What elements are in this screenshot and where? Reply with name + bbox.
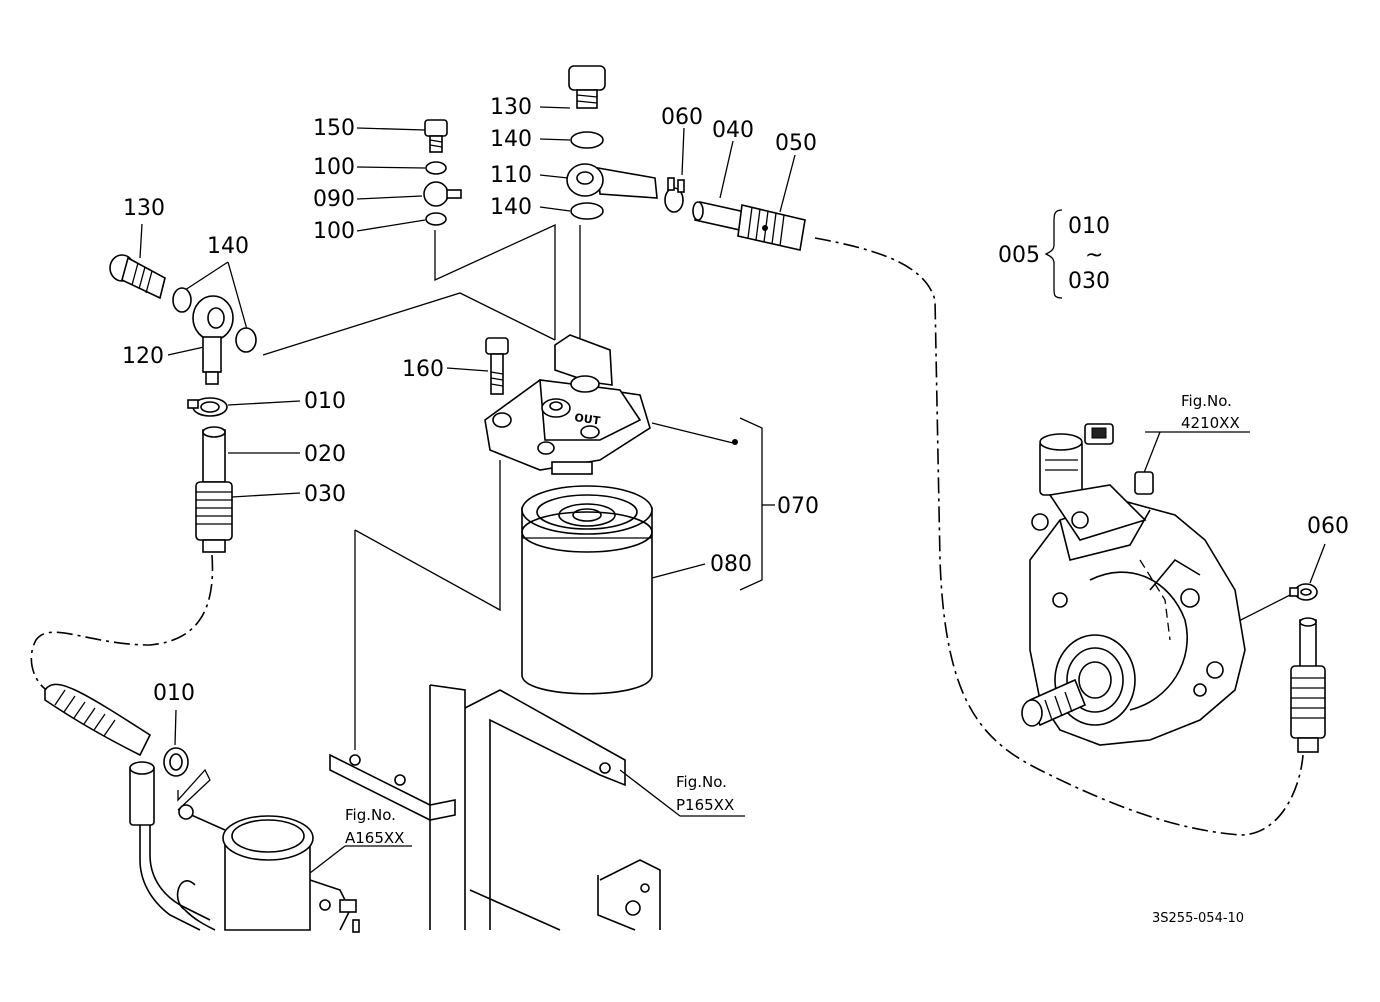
pipe-040-right — [1299, 617, 1317, 669]
fig-ref-4210-label[interactable]: Fig.No. — [1181, 392, 1232, 410]
fuel-hose-right — [814, 237, 1304, 836]
label-100-top: 100 — [313, 155, 355, 180]
fig-ref-a165-label[interactable]: Fig.No. — [345, 806, 396, 824]
label-100-bottom: 100 — [313, 219, 355, 244]
washer-140-bottom — [570, 202, 604, 220]
set-label-005: 005 — [998, 243, 1040, 268]
label-060-top: 060 — [661, 105, 703, 130]
label-130-top: 130 — [490, 95, 532, 120]
label-030: 030 — [304, 482, 346, 507]
fig-ref-a165-code[interactable]: A165XX — [345, 829, 404, 847]
label-150: 150 — [313, 116, 355, 141]
washer-140-left-b — [235, 327, 257, 353]
pipe-040-top — [692, 201, 746, 231]
label-040: 040 — [712, 118, 754, 143]
washer-100-top — [425, 161, 447, 175]
hose-030-bottom — [44, 683, 152, 757]
washer-100-bottom — [425, 212, 447, 226]
hose-030-left — [195, 481, 233, 553]
sedimenter-body-a165 — [176, 804, 360, 933]
label-020: 020 — [304, 442, 346, 467]
svg-text:OUT: OUT — [574, 411, 602, 428]
drawing-code: 3S255-054-10 — [1152, 911, 1244, 926]
banjo-bolt-130-left — [109, 254, 166, 300]
clamp-060-right — [1289, 583, 1318, 601]
banjo-fitting-120 — [192, 295, 234, 385]
label-130-left: 130 — [123, 196, 165, 221]
label-140-top: 140 — [490, 127, 532, 152]
label-010-bottom: 010 — [153, 681, 195, 706]
bolt-160 — [485, 337, 509, 395]
label-110: 110 — [490, 163, 532, 188]
filter-cartridge-080 — [521, 485, 653, 695]
label-140-mid: 140 — [490, 195, 532, 220]
pipe-020 — [202, 426, 226, 483]
label-010-left: 010 — [304, 389, 346, 414]
joint-090 — [423, 181, 462, 207]
label-070: 070 — [777, 494, 819, 519]
bracket-p165 — [329, 684, 661, 931]
filter-head: OUT — [484, 334, 651, 475]
washer-140-left-a — [172, 287, 192, 313]
banjo-fitting-110 — [566, 163, 658, 199]
clamp-010-left — [187, 397, 228, 417]
label-120: 120 — [122, 344, 164, 369]
label-140-left: 140 — [207, 234, 249, 259]
set-range-tilde: ~ — [1085, 243, 1103, 268]
pump-fitting-bottom — [129, 761, 211, 931]
set-range-to: 030 — [1068, 269, 1110, 294]
banjo-bolt-130 — [568, 65, 606, 109]
hose-050-top — [737, 204, 806, 251]
clamp-010-bottom — [163, 747, 189, 777]
label-050: 050 — [775, 131, 817, 156]
label-060-right: 060 — [1307, 514, 1349, 539]
washer-140-top — [570, 131, 604, 149]
clamp-060-top — [664, 177, 685, 213]
label-090: 090 — [313, 187, 355, 212]
fig-ref-p165-label[interactable]: Fig.No. — [676, 773, 727, 791]
supply-pump — [1021, 423, 1246, 746]
fuel-hose-left — [30, 554, 214, 693]
bolt-150 — [424, 119, 448, 153]
hose-050-right — [1290, 665, 1326, 753]
set-range-from: 010 — [1068, 214, 1110, 239]
fig-ref-p165-code[interactable]: P165XX — [676, 796, 734, 814]
label-160: 160 — [402, 357, 444, 382]
fig-ref-4210-code[interactable]: 4210XX — [1181, 414, 1240, 432]
label-080: 080 — [710, 552, 752, 577]
